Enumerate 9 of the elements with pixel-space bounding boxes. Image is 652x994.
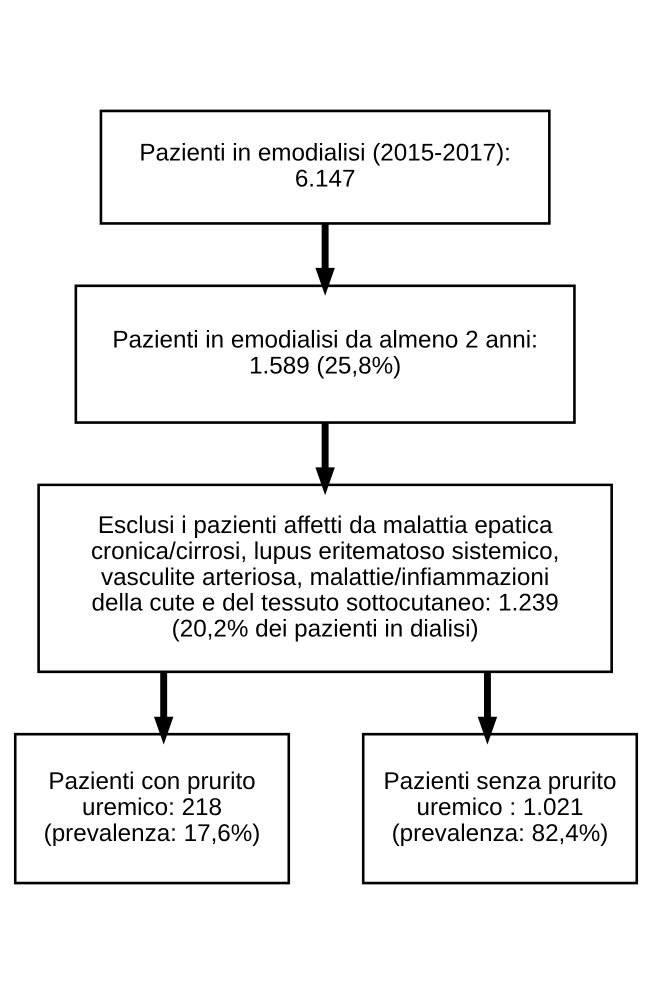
- arrow: [315, 422, 335, 496]
- node-box: Pazienti con prurito uremico: 218 (prevalenza: 17,6%): [14, 732, 290, 884]
- arrow: [478, 672, 498, 745]
- arrow: [154, 672, 174, 745]
- arrow: [315, 224, 335, 296]
- node-box: Pazienti in emodialisi da almeno 2 anni: 1.589 (25,8%): [74, 284, 576, 424]
- node-box: Pazienti senza prurito uremico : 1.021 (prevalenza: 82,4%): [362, 732, 638, 884]
- node-box: Esclusi i pazienti affetti da malattia epatica cronica/cirrosi, lupus eritematoso sistemico, vasculite arteriosa, malattie/infiammazioni della cute e del tessuto sottocutaneo: 1.239 (20,2% dei pazienti in dialisi): [37, 484, 613, 674]
- node-box: Pazienti in emodialisi (2015-2017): 6.147: [100, 110, 551, 225]
